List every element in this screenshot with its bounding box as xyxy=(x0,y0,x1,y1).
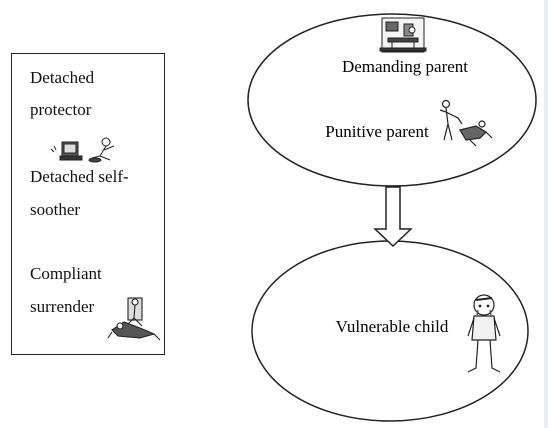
punishing-parent-icon xyxy=(439,99,493,147)
detached-protector-line2: protector xyxy=(30,100,92,119)
kneeling-figure-icon xyxy=(107,297,161,341)
compliant-surrender-line1: Compliant xyxy=(30,264,102,283)
detached-protector-line1: Detached xyxy=(30,68,95,87)
figure-at-computer-icon xyxy=(50,137,115,163)
parent-modes-ellipse xyxy=(247,13,537,187)
detached-self-soother-line1: Detached self- xyxy=(30,167,129,186)
office-desk-scene-icon xyxy=(379,17,427,53)
coping-modes-box xyxy=(11,53,165,355)
detached-self-soother-line2: soother xyxy=(30,200,81,219)
compliant-surrender-line2: surrender xyxy=(30,297,95,316)
right-edge-strip xyxy=(544,0,548,428)
crying-child-icon xyxy=(467,294,501,373)
punitive-parent-label: Punitive parent xyxy=(325,122,429,141)
vulnerable-child-label: Vulnerable child xyxy=(336,317,449,336)
down-arrow xyxy=(373,186,413,248)
demanding-parent-label: Demanding parent xyxy=(342,57,468,76)
